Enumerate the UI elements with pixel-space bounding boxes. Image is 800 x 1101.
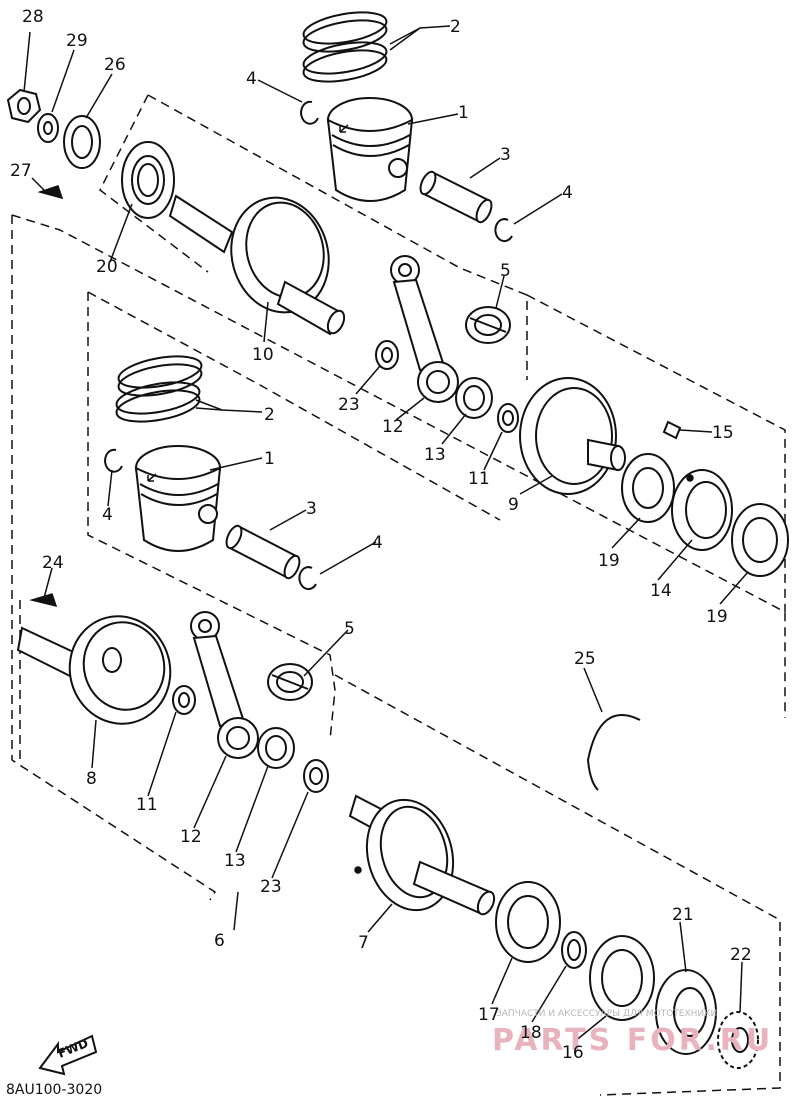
upper-assembly-outline [147,94,528,380]
woodruff-key-upper [37,185,64,200]
callout-4-upper-left: 4 [246,69,257,89]
piston-pin-clip-lower-left [104,448,123,473]
drive-gear-22 [717,1011,759,1069]
callout-13-lower: 13 [224,851,246,871]
oil-seal-21 [655,969,717,1055]
connecting-rod-upper [390,255,459,403]
main-bearing-left [621,453,675,523]
callout-12-lower: 12 [180,827,202,847]
callout-2-lower: 2 [264,405,275,425]
callout-3-upper: 3 [500,145,511,165]
callout-25: 25 [574,649,596,669]
callout-14: 14 [650,581,672,601]
crank-bearing-upper-left [121,141,175,219]
lower-assembly-outline [334,674,781,1096]
callout-20: 20 [96,257,118,277]
callout-19-left: 19 [598,551,620,571]
callout-29: 29 [66,31,88,51]
callout-6: 6 [214,931,225,951]
thrust-washer-upper [375,340,399,370]
crank-pin-washer-lower [172,685,196,715]
callout-4-lower-right: 4 [372,533,383,553]
callout-15: 15 [712,423,734,443]
callout-23-upper: 23 [338,395,360,415]
callout-11-upper: 11 [468,469,490,489]
piston-pin-clip-upper-left [300,100,319,125]
piston-pin-clip-lower-right [298,566,317,591]
washer-18 [561,931,587,969]
callout-27: 27 [10,161,32,181]
callout-4-lower-left: 4 [102,505,113,525]
callout-24: 24 [42,553,64,573]
part-code: 8AU100-3020 [6,1082,102,1098]
callout-26: 26 [104,55,126,75]
callout-17: 17 [478,1005,500,1025]
callout-2-upper: 2 [450,17,461,37]
labyrinth-seal [671,469,733,551]
callout-10: 10 [252,345,274,365]
callout-8: 8 [86,769,97,789]
callout-18: 18 [520,1023,542,1043]
small-end-bearing-lower [267,663,313,701]
main-frame-outline [11,215,217,901]
piston-rings-upper [302,11,388,83]
callout-5-upper: 5 [500,261,511,281]
main-bearing-17 [495,881,561,963]
callout-7: 7 [358,933,369,953]
main-frame-top [11,214,786,718]
callout-1-upper: 1 [458,103,469,123]
crank-half-right [348,794,496,916]
crank-washer [37,113,59,143]
thrust-washer-lower [303,759,329,793]
connecting-rod-lower [190,611,259,759]
callout-9: 9 [508,495,519,515]
crank-nut [6,88,42,124]
callout-numbers: 28 29 26 27 20 2 4 1 3 4 5 10 23 12 13 1… [10,7,752,1063]
middle-assembly-outline [87,292,336,741]
callout-19-right: 19 [706,607,728,627]
assembly-outlines [11,94,786,1096]
piston-pin-clip-upper-right [494,218,513,243]
big-end-bearing-lower [257,727,295,769]
woodruff-key-lower [29,593,58,608]
callout-3-lower: 3 [306,499,317,519]
forward-arrow: FWD [38,1034,98,1076]
big-end-bearing-upper [455,377,493,419]
leader-lines [23,25,749,1043]
crank-pin-washer-upper [497,403,519,433]
callout-12-upper: 12 [382,417,404,437]
callout-5-lower: 5 [344,619,355,639]
main-bearing-16 [589,935,655,1021]
watermark-logo: PARTS FOR.RU [492,1023,773,1058]
piston-upper [326,97,414,202]
callout-4-upper-right: 4 [562,183,573,203]
crank-oil-seal [63,115,101,169]
callout-23-lower: 23 [260,877,282,897]
main-bearing-right [731,503,789,577]
circlip-large [587,714,641,791]
small-end-bearing-upper [465,306,511,344]
dowel-pin [662,420,682,440]
callout-1-lower: 1 [264,449,275,469]
callout-11-lower: 11 [136,795,158,815]
piston-pin-upper [419,170,493,224]
watermark-subtitle: ЗАПЧАСТИ И АКСЕССУАРЫ ДЛЯ МОТОТЕХНИКИ [496,1009,717,1019]
crank-half-left [16,615,172,725]
piston-lower [134,445,222,552]
callout-22: 22 [730,945,752,965]
callout-13-upper: 13 [424,445,446,465]
piston-rings-lower [115,355,203,423]
piston-pin-lower [225,524,301,580]
middle-assembly-top [87,291,501,521]
crank-half-upper [168,194,346,336]
callout-16: 16 [562,1043,584,1063]
upper-crank-outline [99,94,209,273]
callout-28: 28 [22,7,44,27]
crank-half-middle [519,377,626,495]
callout-21: 21 [672,905,694,925]
